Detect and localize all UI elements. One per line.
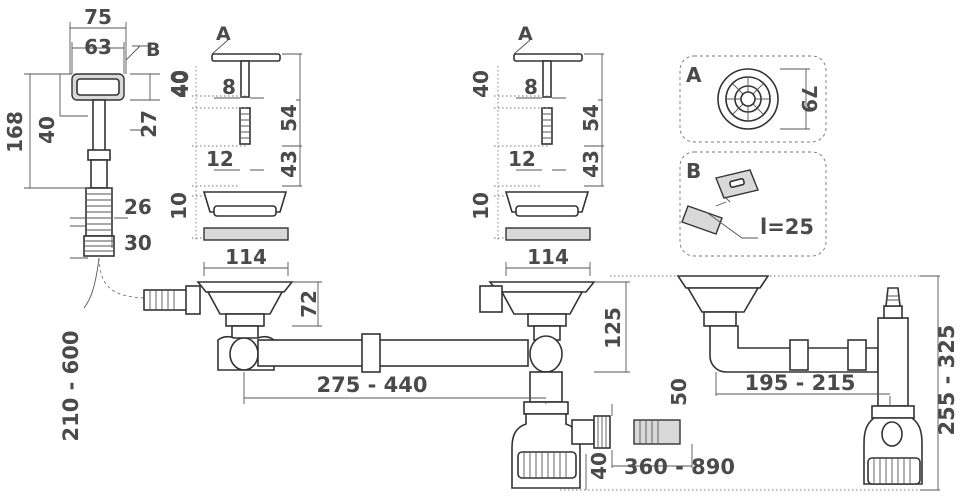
plug1-height-label: 40: [167, 70, 191, 98]
overflow-outlet-label: 30: [124, 231, 152, 255]
overflow-hose-length-label: 210 - 600: [59, 330, 83, 441]
outlet-range-label: 360 - 890: [624, 455, 735, 479]
overflow-head-label-a: 40: [35, 116, 59, 144]
inset-b-length-label: l=25: [760, 215, 814, 239]
overflow-hose-width-label: 26: [124, 195, 152, 219]
inset-a-dia-label: 79: [797, 85, 821, 113]
plug2-a-letter: A: [518, 23, 533, 45]
overflow-head-label-b: 40: [169, 70, 193, 98]
right-pipe-label: 195 - 215: [744, 371, 855, 395]
plug2-screw-dia-label: 12: [508, 147, 536, 171]
right-height-label: 255 - 325: [935, 324, 959, 435]
overflow-hose-corrugated: [85, 187, 113, 237]
overflow-height-label: 168: [3, 111, 27, 153]
bowl-outlet-drop-label: 72: [297, 290, 321, 318]
overflow-assembly: [71, 73, 151, 309]
overflow-inner-width-label: 63: [84, 35, 112, 59]
inset-a-strainer: [679, 55, 827, 143]
plug-column-1: [192, 39, 302, 276]
plug1-strainer-height-label: 10: [167, 192, 191, 220]
overflow-neck-label: 27: [137, 110, 161, 138]
plug2-strainer-width-label: 114: [527, 245, 569, 269]
side-outlet-label: 50: [667, 378, 691, 406]
plug2-length-label: 54: [579, 104, 603, 132]
double-bowl-drain: [143, 281, 681, 489]
inset-b-letter: B: [686, 159, 701, 183]
main-dimensions: [243, 275, 940, 491]
plug2-height-label: 40: [469, 70, 493, 98]
dimension-labels: 75 63 B 168 40 40 27 26 30 210 - 600 A 4…: [3, 5, 959, 480]
trap-side-label: 40: [587, 452, 611, 480]
plug1-stem-label: 8: [222, 75, 236, 99]
plug1-length-label: 54: [277, 104, 301, 132]
plug2-screw-length-label: 43: [579, 150, 603, 178]
overflow-b-letter: B: [146, 39, 160, 61]
overflow-dimensions: [24, 22, 160, 259]
overflow-top-width-label: 75: [84, 5, 112, 29]
plug2-strainer-height-label: 10: [469, 192, 493, 220]
plug1-strainer-width-label: 114: [225, 245, 267, 269]
single-bowl-drain: [676, 275, 923, 485]
plug1-screw-length-label: 43: [277, 150, 301, 178]
trap-drop-label: 125: [601, 307, 625, 349]
plug-column-2: [494, 39, 604, 276]
plug2-stem-label: 8: [524, 75, 538, 99]
plug1-a-letter: A: [216, 23, 231, 45]
single-dimensions: [715, 275, 940, 491]
plug1-screw-dia-label: 12: [206, 147, 234, 171]
inset-a-letter: A: [686, 63, 702, 87]
inset-b-overflow-cover: [679, 151, 827, 257]
bowl-spacing-label: 275 - 440: [316, 373, 427, 397]
